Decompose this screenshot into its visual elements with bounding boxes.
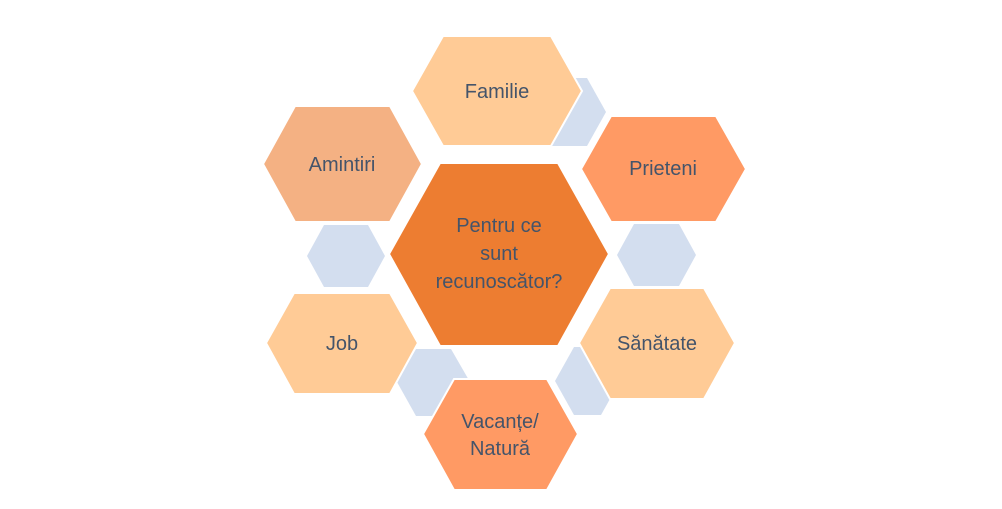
hexagon-familie xyxy=(410,35,584,147)
label-familie: Familie xyxy=(465,81,529,103)
hexagon-amintiri xyxy=(261,105,424,223)
hexagon-prieteni xyxy=(579,115,748,223)
connector-hex-right xyxy=(617,224,696,286)
hexagon-vacante-natura xyxy=(421,378,580,491)
label-prieteni: Prieteni xyxy=(629,158,697,180)
label-natura: Natură xyxy=(470,438,531,460)
center-label-line-1: Pentru ce xyxy=(456,215,542,237)
connector-hex-left xyxy=(307,225,385,287)
center-label-line-3: recunoscător? xyxy=(436,271,563,293)
label-amintiri: Amintiri xyxy=(309,154,376,176)
label-sanatate: Sănătate xyxy=(617,333,697,355)
hexagon-job xyxy=(264,292,420,395)
center-label-line-2: sunt xyxy=(480,243,518,265)
center-hexagon xyxy=(387,162,611,347)
label-vacante: Vacanțe/ xyxy=(461,411,539,433)
hexagon-sanatate xyxy=(577,287,737,400)
label-job: Job xyxy=(326,333,358,355)
